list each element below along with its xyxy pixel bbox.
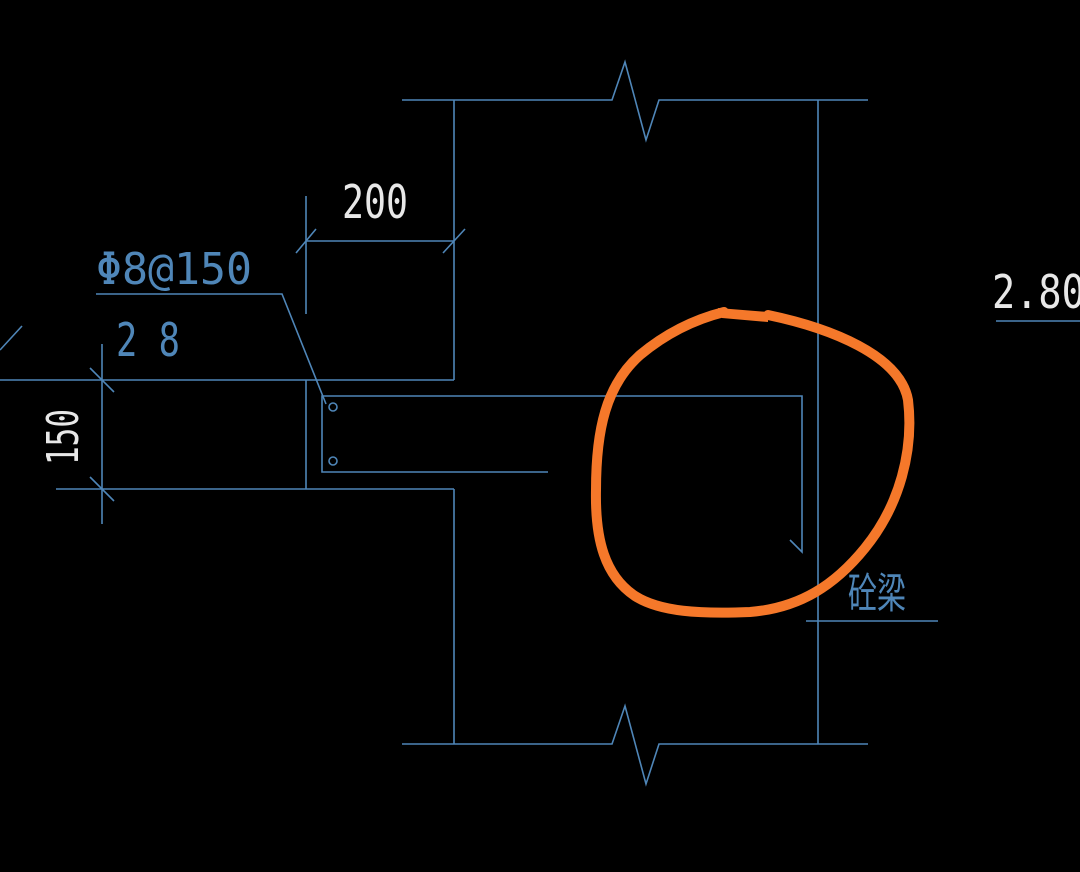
beam-callout: 砼梁 [806, 569, 938, 622]
annotation-circle-stroke [590, 307, 915, 618]
width-dimension: 200 [295, 175, 466, 314]
rebar-hooked-bar [321, 395, 803, 554]
left-edge-tick [0, 325, 23, 351]
height-dim-tick-bottom [89, 476, 115, 502]
rebar-dot-bottom [328, 456, 338, 466]
rebar-callout: Φ8@150 2 8 [96, 244, 327, 405]
beam-label: 砼梁 [848, 569, 906, 618]
rebar-count-label: 2 8 [116, 313, 180, 367]
rebar-dot-top [328, 402, 338, 412]
bottom-break-line [402, 703, 868, 787]
annotation-circle [590, 307, 915, 618]
wall-section [402, 59, 868, 787]
rebar [321, 395, 803, 554]
top-break-line [402, 59, 868, 143]
width-dimension-text: 200 [342, 175, 408, 229]
level-marker: 2.800 [992, 265, 1080, 322]
height-dimension: 150 [38, 344, 115, 524]
slab [0, 325, 454, 490]
level-label: 2.800 [992, 265, 1080, 319]
width-dim-tick-right [442, 228, 466, 254]
annotation-circle-start [718, 308, 768, 322]
height-dim-tick-top [89, 367, 115, 393]
width-dim-tick-left [295, 228, 317, 254]
rebar-leader-line [96, 293, 327, 405]
height-dimension-text: 150 [38, 409, 89, 465]
rebar-spacing-label: Φ8@150 [96, 244, 252, 295]
